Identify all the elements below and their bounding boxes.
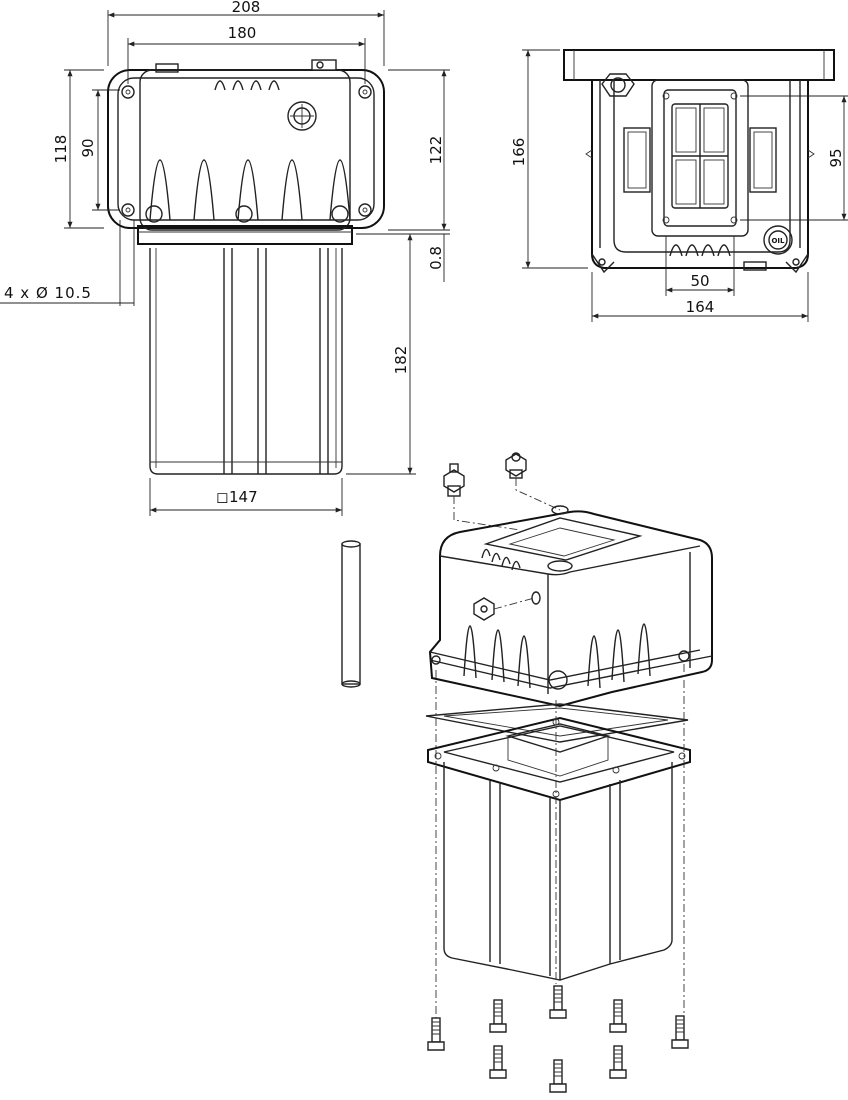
exploded-housing [428,505,713,708]
pipe-part [341,540,361,688]
bolt [489,1045,507,1079]
square-symbol: ◻ [216,488,228,506]
dim-147-label: 147 [229,488,258,506]
hole-callout-label: 4 x Ø 10.5 [4,284,92,302]
dim-208-label: 208 [232,0,261,16]
bolt [549,1059,567,1093]
dim-95-label: 95 [827,148,845,167]
bolt [427,1017,445,1051]
dim-total-width: 164 [591,272,809,322]
dim-90-label: 90 [79,138,97,157]
front-tank [149,248,343,475]
dim-166-label: 166 [510,138,528,167]
dim-hole-spacing-width: 180 [127,24,366,84]
dim-tank-depth: 182 [346,234,416,475]
dim-118-label: 118 [52,135,70,164]
bolt [549,985,567,1019]
dim-hole-spacing-height: 90 [79,89,120,211]
dim-overall-height: 118 [52,69,104,229]
front-housing [107,59,385,245]
bolt [489,999,507,1033]
dim-gasket-thickness: 0.8 [356,233,450,282]
exploded-view [425,452,713,1093]
bolt [609,999,627,1033]
top-view: OIL 166 95 50 164 [510,49,848,322]
exploded-plug-1 [443,463,465,497]
dim-182-label: 182 [392,346,410,375]
exploded-plug-2 [505,452,527,479]
dim-180-label: 180 [228,24,257,42]
dim-0-8-label: 0.8 [427,246,445,270]
dim-tank-square: ◻ 147 [149,478,343,516]
dim-port-height: 95 [740,95,848,221]
oil-cap-label: OIL [771,237,785,245]
dim-housing-height: 122 [388,69,450,231]
dim-hole-callout: 4 x Ø 10.5 [0,220,135,306]
dim-overall-width: 208 [107,0,385,66]
dim-total-height: 166 [510,49,588,269]
dim-50-label: 50 [690,272,709,290]
exploded-tank [427,716,691,981]
dim-164-label: 164 [686,298,715,316]
top-housing: OIL [563,49,835,274]
bolt [671,1015,689,1049]
bolt [609,1045,627,1079]
dim-122-label: 122 [427,136,445,165]
front-view: 208 180 118 90 122 [0,0,450,516]
exploded-bolts [427,985,689,1093]
dim-port-width: 50 [665,236,735,296]
exploded-gasket [425,703,689,743]
